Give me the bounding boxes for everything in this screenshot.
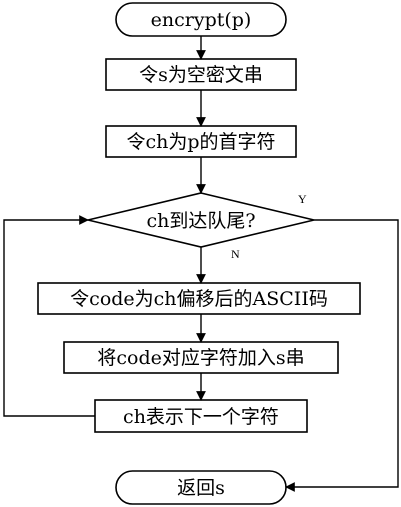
start-node: encrypt(p) <box>115 2 287 37</box>
no-branch-label: N <box>231 247 240 261</box>
step-shift-code-label: 令code为ch偏移后的ASCII码 <box>70 288 328 310</box>
end-label: 返回s <box>177 477 225 499</box>
arrow-decision-yes <box>285 219 399 492</box>
step-init-ciphertext: 令s为空密文串 <box>105 58 297 91</box>
decision-label: ch到达队尾? <box>146 210 255 232</box>
step-next-char: ch表示下一个字符 <box>94 399 308 433</box>
step-init-ciphertext-label: 令s为空密文串 <box>139 64 263 86</box>
step-next-char-label: ch表示下一个字符 <box>123 406 279 428</box>
start-label: encrypt(p) <box>151 9 252 31</box>
arrow-loop-back <box>3 215 95 417</box>
yes-branch-label: Y <box>298 192 307 206</box>
end-node: 返回s <box>115 470 287 505</box>
step-append-char-label: 将code对应字符加入s串 <box>97 347 304 369</box>
step-shift-code: 令code为ch偏移后的ASCII码 <box>37 282 361 315</box>
step-first-char: 令ch为p的首字符 <box>105 125 297 158</box>
step-first-char-label: 令ch为p的首字符 <box>126 131 275 153</box>
decision-end-of-queue: ch到达队尾? <box>87 192 315 248</box>
step-append-char: 将code对应字符加入s串 <box>63 341 339 374</box>
